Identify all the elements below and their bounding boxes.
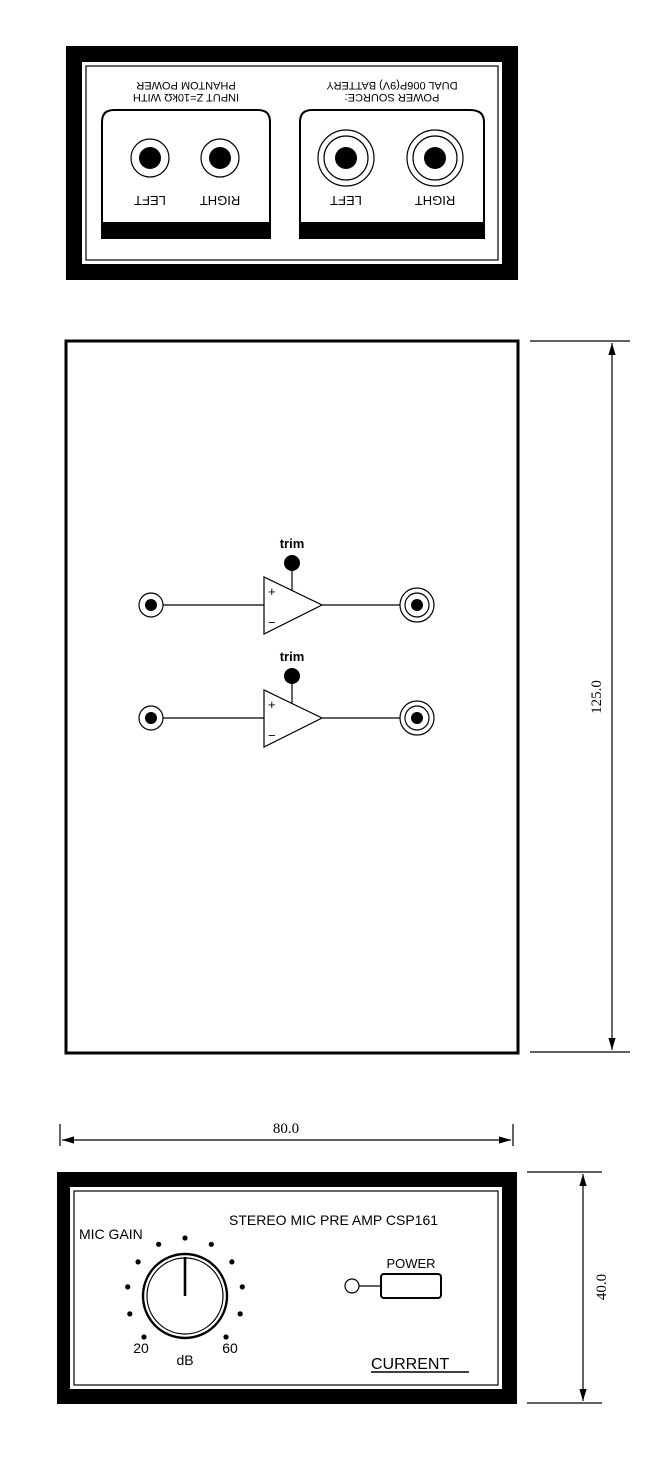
channel-1-amplifier — [263, 576, 324, 635]
input-spec-line2: PHANTOM POWER — [136, 79, 235, 91]
rear-panel: LINE OUTPUTS LEFT RIGHT MIC INPUTS LEFT … — [66, 46, 518, 280]
channel-2-input-jack — [145, 712, 157, 724]
power-label: POWER — [386, 1256, 435, 1271]
line-output-right-label: RIGHT — [415, 193, 456, 208]
mic-inputs-title: MIC INPUTS — [146, 223, 227, 239]
gain-scale-min: 20 — [133, 1340, 149, 1356]
mic-input-right-jack[interactable] — [209, 147, 231, 169]
gain-scale-dot — [182, 1235, 188, 1241]
gain-scale-dot — [135, 1259, 141, 1265]
channel-2-output-jack — [411, 712, 423, 724]
mic-input-left-jack[interactable] — [139, 147, 161, 169]
gain-scale-dot — [239, 1284, 245, 1290]
channel-2-amplifier — [263, 689, 324, 748]
height-dimension-value: 125.0 — [589, 680, 605, 714]
gain-scale-dot — [223, 1334, 229, 1340]
height-dimension: 125.0 — [530, 340, 630, 1053]
channel-1-plus-sign: + — [268, 584, 276, 599]
gain-scale-dot — [156, 1241, 162, 1247]
width-dimension: 80.0 — [59, 1121, 514, 1146]
channel-2-trim-knob — [284, 668, 300, 684]
channel-2-plus-sign: + — [268, 697, 276, 712]
channel-1-schematic: + − trim — [138, 536, 435, 635]
line-output-left-label: LEFT — [330, 193, 362, 208]
line-output-left-jack[interactable] — [335, 147, 357, 169]
gain-scale-unit: dB — [176, 1352, 193, 1368]
gain-scale-max: 60 — [222, 1340, 238, 1356]
mic-gain-label: MIC GAIN — [79, 1226, 143, 1242]
line-output-right-jack[interactable] — [424, 147, 446, 169]
channel-2-schematic: + − trim — [138, 649, 435, 748]
front-panel: STEREO MIC PRE AMP CSP161 MIC GAIN 20 dB… — [57, 1172, 517, 1404]
depth-dimension: 40.0 — [527, 1171, 610, 1404]
width-dimension-value: 80.0 — [273, 1121, 299, 1137]
gain-scale-dot — [127, 1311, 133, 1317]
channel-1-input-jack — [145, 599, 157, 611]
channel-2-minus-sign: − — [268, 728, 276, 743]
channel-1-trim-knob — [284, 555, 300, 571]
channel-1-output-jack — [411, 599, 423, 611]
mic-input-left-label: LEFT — [134, 193, 166, 208]
brand-logo: CURRENT — [371, 1356, 449, 1373]
power-source-line2: DUAL 006P(9V) BATTERY — [326, 79, 458, 91]
top-view: + − trim + − trim — [64, 339, 630, 1055]
depth-dimension-value: 40.0 — [594, 1274, 610, 1300]
power-switch[interactable] — [380, 1273, 442, 1299]
line-outputs-title: LINE OUTPUTS — [341, 223, 443, 239]
channel-1-trim-label: trim — [280, 536, 305, 551]
gain-scale-dot — [229, 1259, 235, 1265]
power-source-line1: POWER SOURCE: — [345, 91, 440, 103]
mic-gain-scale — [125, 1235, 245, 1340]
gain-scale-dot — [208, 1241, 214, 1247]
mic-input-right-label: RIGHT — [200, 193, 241, 208]
mic-inputs-group: MIC INPUTS LEFT RIGHT — [101, 109, 271, 239]
gain-scale-dot — [125, 1284, 131, 1290]
gain-scale-dot — [237, 1311, 243, 1317]
gain-scale-dot — [141, 1334, 147, 1340]
mic-gain-knob[interactable] — [141, 1252, 229, 1340]
line-outputs-group: LINE OUTPUTS LEFT RIGHT — [299, 109, 485, 239]
channel-1-minus-sign: − — [268, 615, 276, 630]
model-label: STEREO MIC PRE AMP CSP161 — [229, 1212, 438, 1228]
input-spec-line1: INPUT Z=10kΩ WITH — [133, 91, 239, 103]
channel-2-trim-label: trim — [280, 649, 305, 664]
